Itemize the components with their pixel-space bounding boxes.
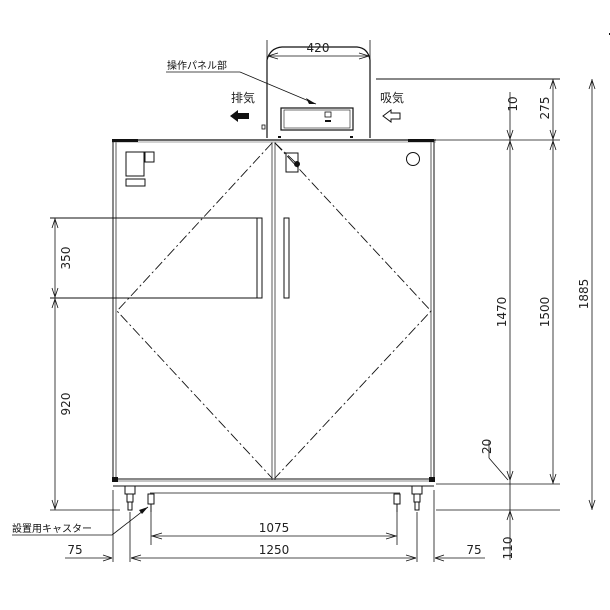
dim-total-height: 1885 [577, 279, 591, 310]
dim-gap-top: 10 [506, 96, 520, 111]
left-handle [256, 217, 263, 299]
dim-left-offset: 75 [67, 543, 82, 557]
svg-text:排気: 排気 [231, 90, 255, 105]
dim-base-height: 110 [501, 537, 515, 560]
top-unit [261, 46, 560, 138]
svg-text:吸気: 吸気 [380, 90, 404, 105]
svg-text:設置用キャスター: 設置用キャスター [12, 522, 92, 535]
dim-right-offset: 75 [466, 543, 481, 557]
door-swing-lines [116, 142, 432, 479]
dim-bottom-horizontal [65, 490, 485, 562]
intake-indicator: 吸気 [380, 90, 404, 123]
control-panel-display [280, 107, 354, 131]
dim-body-height: 1500 [538, 297, 552, 328]
dim-top-unit-width: 420 [266, 40, 371, 138]
caster-callout: 設置用キャスター [12, 506, 149, 536]
left-door [125, 151, 263, 299]
dim-body-width: 1250 [259, 543, 290, 557]
dim-top-unit-height: 275 [538, 97, 552, 120]
right-door [283, 152, 420, 299]
dim-right-vertical [436, 79, 596, 560]
window-reference [50, 217, 262, 299]
arrow-left-outline-icon [382, 109, 401, 123]
dim-left-vertical [50, 218, 120, 511]
exhaust-indicator: 排気 [230, 90, 255, 122]
dim-caster-span: 1075 [259, 521, 290, 535]
dim-window-height: 350 [59, 247, 73, 270]
casters [124, 485, 423, 512]
dim-bottom-gap: 20 [480, 439, 494, 454]
dim-window-bottom: 920 [59, 393, 73, 416]
arrow-left-filled-icon [230, 110, 249, 122]
dim-door-height: 1470 [495, 297, 509, 328]
cabinet-body [112, 139, 436, 494]
control-panel-callout: 操作パネル部 [166, 59, 317, 105]
control-panel-label: 操作パネル部 [167, 59, 227, 72]
svg-text:420: 420 [307, 41, 330, 55]
right-handle [283, 217, 290, 299]
